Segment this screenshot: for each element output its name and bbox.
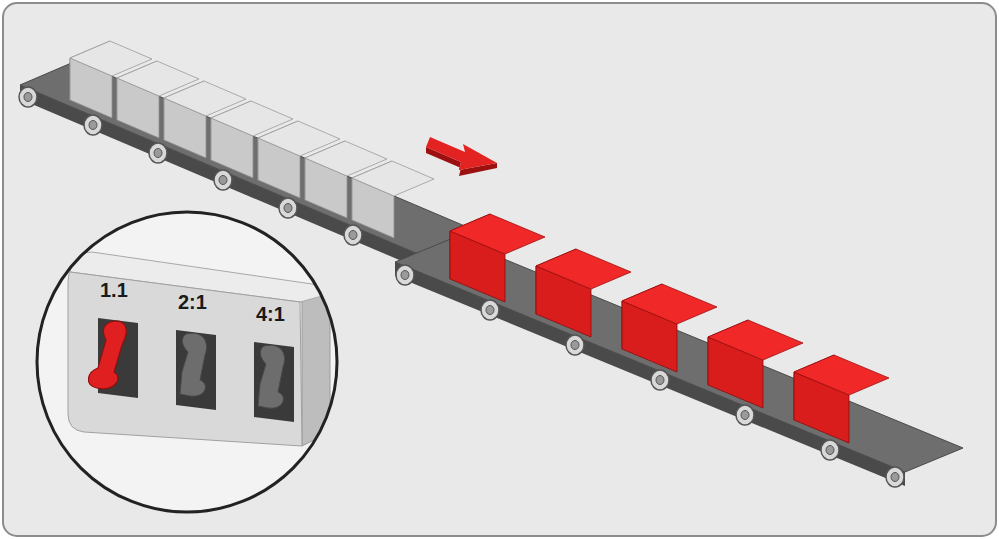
ratio-label: 1.1 xyxy=(100,279,128,301)
ratio-switch xyxy=(68,252,330,446)
direction-arrow xyxy=(426,137,497,176)
red-boxes xyxy=(450,214,889,443)
ratio-label: 4:1 xyxy=(256,303,285,325)
background-panel xyxy=(3,3,996,536)
grey-boxes xyxy=(70,41,434,238)
inset-border xyxy=(37,212,337,512)
inset-circle xyxy=(37,212,337,512)
ratio-label: 2:1 xyxy=(178,291,207,313)
